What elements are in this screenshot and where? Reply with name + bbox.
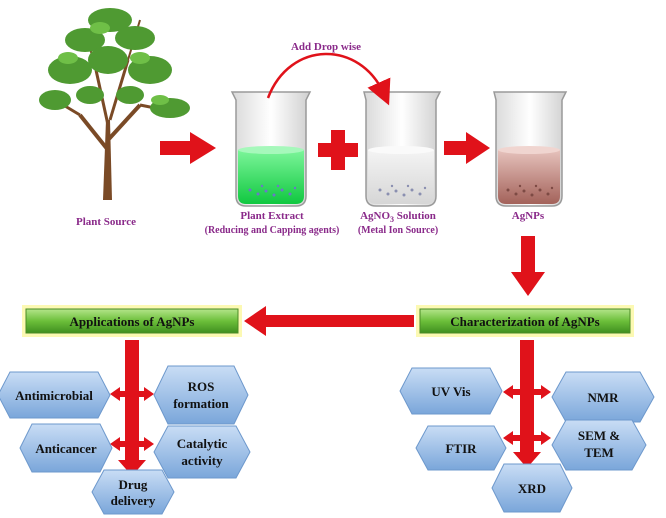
arrow-left-icon: [244, 306, 414, 336]
hex-anticancer: Anticancer: [19, 423, 113, 473]
svg-text:FTIR: FTIR: [445, 441, 477, 456]
hex-drug-delivery: Drug delivery: [91, 469, 175, 515]
svg-text:delivery: delivery: [111, 493, 156, 508]
double-arrow-icon: [503, 431, 551, 445]
tree-icon: [39, 8, 190, 200]
hex-xrd: XRD: [491, 463, 573, 513]
hex-ros-formation: ROS formation: [153, 365, 249, 425]
svg-text:ROS: ROS: [188, 379, 215, 394]
agno3-label: AgNO3 Solution: [360, 210, 436, 224]
agno3-beaker: [363, 91, 442, 207]
hex-antimicrobial: Antimicrobial: [0, 371, 111, 419]
applications-box: [25, 308, 239, 334]
svg-text:TEM: TEM: [584, 445, 614, 460]
applications-title: Applications of AgNPs: [70, 314, 195, 329]
arrow-down-icon: [118, 340, 146, 476]
hex-nmr: NMR: [551, 371, 655, 423]
hex-sem-tem: SEM & TEM: [551, 419, 647, 471]
curved-arrow-icon: [266, 52, 391, 106]
svg-text:Catalytic: Catalytic: [177, 436, 228, 451]
plant-extract-label: Plant Extract: [240, 210, 304, 222]
arrow-right-icon: [160, 132, 216, 164]
arrow-down-icon: [513, 340, 541, 468]
hex-catalytic-activity: Catalytic activity: [153, 425, 251, 479]
svg-text:Antimicrobial: Antimicrobial: [15, 388, 93, 403]
plant-extract-note: (Reducing and Capping agents): [205, 225, 340, 236]
hex-ftir: FTIR: [415, 425, 507, 471]
svg-text:formation: formation: [173, 396, 229, 411]
characterization-title: Characterization of AgNPs: [450, 314, 599, 329]
svg-text:SEM &: SEM &: [578, 428, 620, 443]
svg-text:NMR: NMR: [587, 390, 619, 405]
agnps-beaker: [493, 91, 568, 207]
svg-text:UV Vis: UV Vis: [431, 384, 470, 399]
svg-text:activity: activity: [181, 453, 223, 468]
double-arrow-icon: [110, 387, 154, 401]
svg-text:Drug: Drug: [119, 477, 148, 492]
add-drop-wise-label: Add Drop wise: [291, 41, 361, 53]
svg-text:XRD: XRD: [518, 481, 546, 496]
hex-uv-vis: UV Vis: [399, 367, 503, 415]
double-arrow-icon: [503, 385, 551, 399]
plant-extract-beaker: [230, 91, 312, 207]
plant-source-label: Plant Source: [76, 216, 136, 228]
characterization-box: [419, 308, 631, 334]
arrow-right-icon: [444, 132, 490, 164]
arrow-down-icon: [511, 236, 545, 296]
double-arrow-icon: [110, 437, 154, 451]
agno3-note: (Metal Ion Source): [358, 225, 438, 236]
plus-icon: [318, 130, 358, 170]
svg-text:Anticancer: Anticancer: [35, 441, 97, 456]
agnps-label: AgNPs: [512, 210, 545, 222]
